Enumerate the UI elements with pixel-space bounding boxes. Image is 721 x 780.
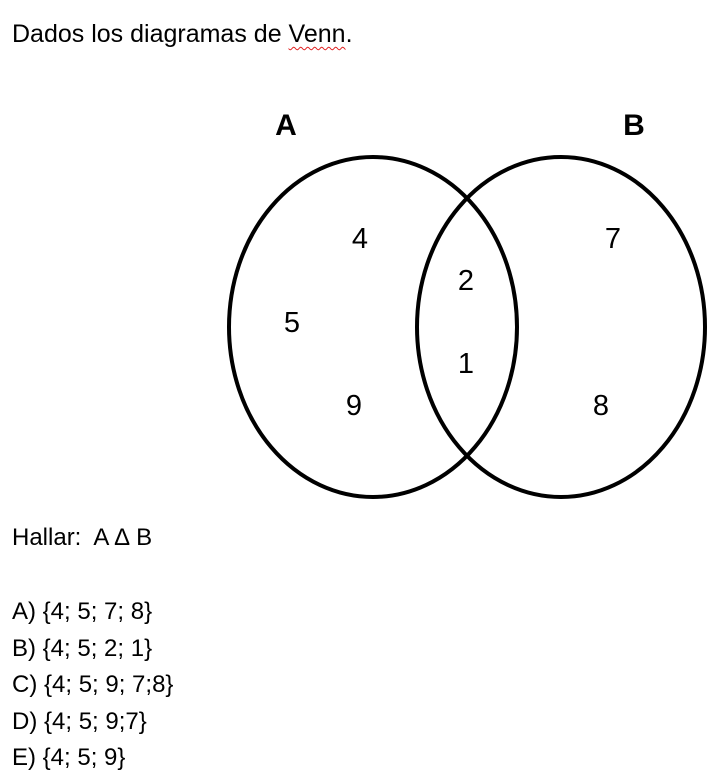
question-text: Hallar: A ∆ B: [12, 522, 152, 554]
set-b-circle: [415, 155, 707, 499]
option-a: A) {4; 5; 7; 8}: [12, 598, 153, 625]
spellcheck-flagged-word: Venn: [288, 20, 346, 48]
intro-text-before: Dados los diagramas de: [12, 20, 289, 48]
option-c: C) {4; 5; 9; 7;8}: [12, 671, 174, 698]
set-a-circle: [227, 155, 519, 499]
element-only-a: 4: [352, 223, 368, 255]
element-only-b: 8: [593, 390, 609, 422]
option-e: E) {4; 5; 9}: [12, 744, 126, 771]
option-b: B) {4; 5; 2; 1}: [12, 634, 153, 662]
element-only-a: 9: [346, 390, 362, 422]
set-b-label: B: [623, 109, 645, 142]
question-expression: A ∆ B: [93, 524, 153, 551]
option-d: D) {4; 5; 9;7}: [12, 707, 147, 735]
question-prefix: Hallar:: [12, 524, 94, 551]
intro-text: Dados los diagramas de Venn.: [12, 18, 353, 50]
element-only-a: 5: [284, 307, 300, 339]
venn-diagram: A B 4 5 9 2 1 7 8: [227, 109, 707, 499]
intro-text-after: .: [345, 20, 353, 48]
element-intersection: 1: [458, 348, 474, 380]
element-intersection: 2: [458, 265, 474, 297]
answer-options: A) {4; 5; 7; 8} B) {4; 5; 2; 1} C) {4; 5…: [12, 596, 173, 779]
set-a-label: A: [275, 109, 297, 142]
element-only-b: 7: [605, 223, 621, 255]
